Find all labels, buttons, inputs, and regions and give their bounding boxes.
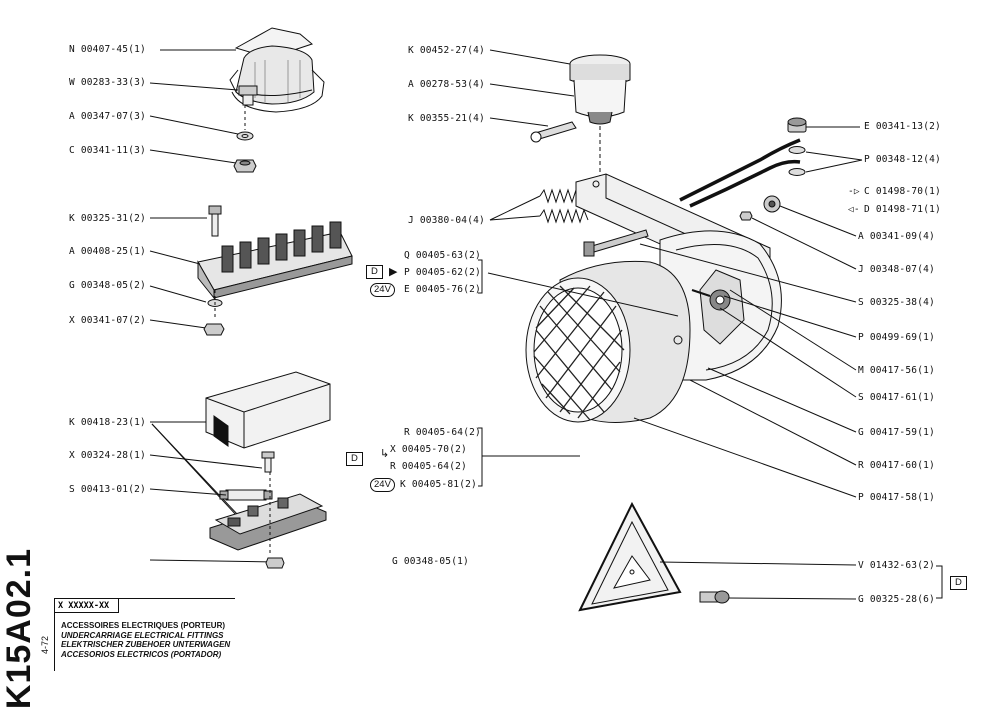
part-label: K 00355-21(4) bbox=[408, 113, 485, 124]
lamp-socket-part bbox=[569, 54, 631, 125]
part-label: X 00324-28(1) bbox=[69, 450, 146, 461]
variant-tag-24v: 24V bbox=[370, 283, 395, 297]
part-label: M 00417-56(1) bbox=[858, 365, 935, 376]
part-label: Q 00405-63(2) bbox=[404, 250, 481, 261]
variant-tag-d: D bbox=[346, 452, 363, 466]
part-label: S 00417-61(1) bbox=[858, 392, 935, 403]
reflector-triangle-part bbox=[578, 501, 682, 612]
part-label: J 00348-07(4) bbox=[858, 264, 935, 275]
headlight-housing-part bbox=[659, 230, 782, 381]
part-label: R 00405-64(2) bbox=[404, 427, 481, 438]
part-label: G 00325-28(6) bbox=[858, 594, 935, 605]
sheet-code: K15A02.1 bbox=[0, 548, 38, 709]
part-label: P 00499-69(1) bbox=[858, 332, 935, 343]
fuse-cover-part bbox=[205, 371, 331, 449]
arrow-split-icon: ↳ bbox=[380, 448, 390, 460]
part-label: X 00341-07(2) bbox=[69, 315, 146, 326]
title-en: UNDERCARRIAGE ELECTRICAL FITTINGS bbox=[61, 630, 224, 640]
variant-tag-d: D bbox=[366, 265, 383, 279]
part-label: S 00325-38(4) bbox=[858, 297, 935, 308]
direction-c-icon: -▷ bbox=[848, 186, 860, 197]
part-label: C 01498-70(1) bbox=[864, 186, 941, 197]
part-label: S 00413-01(2) bbox=[69, 484, 146, 495]
variant-tag-d: D bbox=[950, 576, 967, 590]
leader-line bbox=[149, 115, 239, 135]
title-de: ELEKTRISCHER ZUBEHOER UNTERWAGEN bbox=[61, 640, 231, 649]
part-label: C 00341-11(3) bbox=[69, 145, 146, 156]
part-label: D 01498-71(1) bbox=[864, 204, 941, 215]
sheet-date: 4-72 bbox=[40, 636, 50, 655]
part-label: A 00408-25(1) bbox=[69, 246, 146, 257]
screw-part-w bbox=[238, 85, 258, 106]
part-label: G 00348-05(1) bbox=[392, 556, 469, 567]
sheet-titles: ACCESSOIRES ELECTRIQUES (PORTEUR) UNDERC… bbox=[61, 621, 230, 659]
leader-line bbox=[149, 82, 239, 91]
part-label: K 00405-81(2) bbox=[400, 479, 477, 490]
part-label: P 00348-12(4) bbox=[864, 154, 941, 165]
part-label: E 00341-13(2) bbox=[864, 121, 941, 132]
title-block: X XXXXX-XX ACCESSOIRES ELECTRIQUES (PORT… bbox=[54, 598, 235, 671]
part-label: A 00347-07(3) bbox=[69, 111, 146, 122]
part-label: J 00380-04(4) bbox=[408, 215, 485, 226]
reference-box: X XXXXX-XX bbox=[55, 599, 119, 613]
part-label: V 01432-63(2) bbox=[858, 560, 935, 571]
part-label: A 00278-53(4) bbox=[408, 79, 485, 90]
direction-d-icon: ◁- bbox=[848, 204, 860, 215]
title-es: ACCESORIOS ELECTRICOS (PORTADOR) bbox=[61, 649, 222, 659]
part-label: G 00417-59(1) bbox=[858, 427, 935, 438]
part-label: W 00283-33(3) bbox=[69, 77, 146, 88]
terminal-block-part bbox=[197, 221, 353, 300]
part-label: N 00407-45(1) bbox=[69, 44, 146, 55]
headlight-lens-part bbox=[525, 260, 691, 423]
part-label: P 00405-62(2) bbox=[404, 267, 481, 278]
part-label: K 00325-31(2) bbox=[69, 213, 146, 224]
fuse-holder-part bbox=[209, 493, 327, 551]
part-label: P 00417-58(1) bbox=[858, 492, 935, 503]
part-label: R 00405-64(2) bbox=[390, 461, 467, 472]
part-label: X 00405-70(2) bbox=[390, 444, 467, 455]
part-label: A 00341-09(4) bbox=[858, 231, 935, 242]
part-label: G 00348-05(2) bbox=[69, 280, 146, 291]
part-label: E 00405-76(2) bbox=[404, 284, 481, 295]
arrow-right-icon: ▶ bbox=[389, 266, 398, 278]
variant-tag-24v: 24V bbox=[370, 478, 395, 492]
part-label: K 00452-27(4) bbox=[408, 45, 485, 56]
title-fr: ACCESSOIRES ELECTRIQUES (PORTEUR) bbox=[61, 621, 226, 630]
part-label: R 00417-60(1) bbox=[858, 460, 935, 471]
part-label: K 00418-23(1) bbox=[69, 417, 146, 428]
exploded-parts-drawing bbox=[149, 27, 943, 612]
leader-line bbox=[149, 149, 237, 164]
